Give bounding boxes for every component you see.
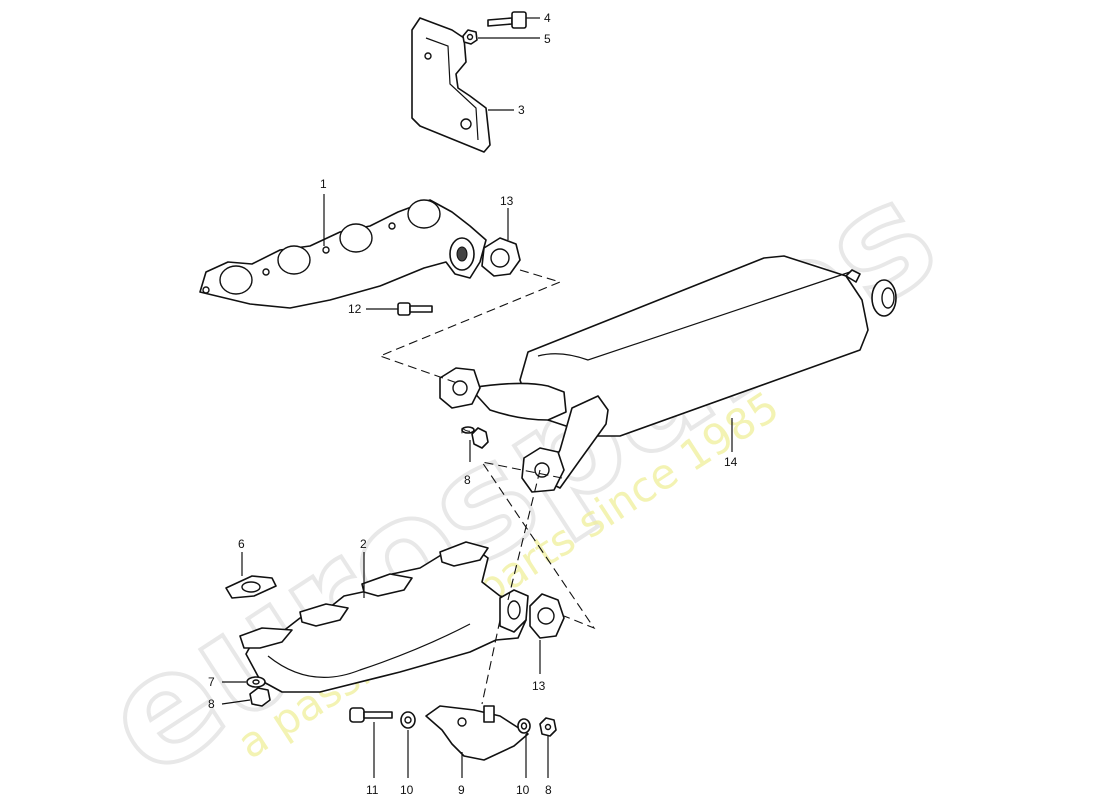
washer-7-lower (246, 676, 266, 688)
nut-8-lower-left (249, 687, 271, 707)
callout-6: 6 (238, 537, 245, 551)
bolt-12 (397, 302, 433, 316)
assembly-lines (378, 269, 596, 705)
gasket-13-upper (481, 237, 521, 277)
callout-8-lower-left: 8 (208, 697, 215, 711)
bracket-9 (425, 705, 529, 761)
callouts: 4 5 3 1 13 12 7 8 14 6 2 7 8 13 11 10 9 … (208, 11, 738, 797)
washer-7-upper (461, 426, 475, 434)
bolt-4 (487, 11, 527, 29)
nut-5 (462, 29, 478, 45)
callout-10-left: 10 (400, 783, 414, 797)
callout-8-bottom-right: 8 (545, 783, 552, 797)
callout-9: 9 (458, 783, 465, 797)
gasket-6 (225, 575, 277, 599)
callout-13-upper: 13 (500, 194, 514, 208)
washer-10-right (517, 718, 531, 734)
bolt-11 (349, 707, 393, 723)
callout-14: 14 (724, 455, 738, 469)
callout-5: 5 (544, 32, 551, 46)
callout-7-upper: 7 (459, 427, 473, 434)
nut-8-bottom-right (539, 717, 557, 737)
exhaust-manifold-lower (239, 541, 529, 693)
callout-3: 3 (518, 103, 525, 117)
washer-10-left (400, 711, 416, 729)
callout-13-lower: 13 (532, 679, 546, 693)
callout-1: 1 (320, 177, 327, 191)
callout-2: 2 (360, 537, 367, 551)
gasket-13-lower (529, 593, 565, 639)
callout-12: 12 (348, 302, 362, 316)
exhaust-manifold-upper (199, 199, 487, 309)
heat-shield-bracket (411, 17, 491, 153)
callout-11: 11 (366, 783, 379, 797)
nut-8-upper (471, 427, 489, 449)
muffler (439, 255, 897, 493)
callout-8-upper: 8 (464, 473, 471, 487)
callout-4: 4 (544, 11, 551, 25)
callout-10-right: 10 (516, 783, 530, 797)
callout-7-lower: 7 (208, 675, 215, 689)
leader-lines (221, 17, 733, 778)
